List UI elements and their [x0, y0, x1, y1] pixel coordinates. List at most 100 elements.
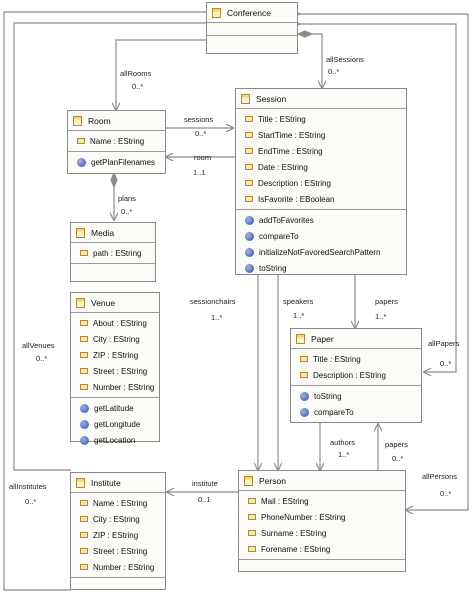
operations-section: [71, 578, 165, 590]
operation-row[interactable]: toString: [291, 388, 421, 404]
operations-section: getPlanFilenames: [68, 152, 165, 172]
class-name: Room: [88, 115, 111, 126]
label-room-mult: 1..1: [193, 168, 206, 177]
label-allPersons-mult: 0..*: [440, 489, 452, 498]
attribute-icon: [80, 564, 88, 570]
label-plans-name: plans: [118, 194, 136, 203]
label-speakers-mult: 1..*: [293, 311, 305, 320]
label-allPapers-name: allPapers: [428, 339, 460, 348]
operation-row[interactable]: toString: [236, 260, 406, 276]
label-allSessions-mult: 0..*: [328, 67, 340, 76]
label-allPersons-name: allPersons: [422, 472, 458, 481]
edge-allPersons: [298, 13, 469, 510]
operation-row[interactable]: initializeNotFavoredSearchPattern: [236, 244, 406, 260]
attribute-icon: [245, 196, 253, 202]
class-icon: [244, 475, 253, 486]
label-allInstitutes-mult: 0..*: [25, 497, 37, 506]
class-institute[interactable]: Institute Name : EString City : EString …: [70, 472, 166, 590]
operation-row[interactable]: getLongitude: [71, 416, 159, 432]
operation-row[interactable]: compareTo: [291, 404, 421, 420]
class-conference[interactable]: Conference: [206, 2, 298, 54]
operation-icon: [245, 215, 254, 225]
class-venue[interactable]: Venue About : EString City : EString ZIP…: [70, 292, 160, 445]
class-name: Venue: [91, 297, 116, 308]
class-media[interactable]: Media path : EString: [70, 222, 156, 282]
label-allInstitutes-name: allInstitutes: [9, 482, 47, 491]
attribute-row[interactable]: City : EString: [71, 331, 159, 347]
attribute-row[interactable]: City : EString: [71, 511, 165, 527]
attribute-row[interactable]: path : EString: [71, 245, 155, 261]
edge-allSessions: [310, 33, 322, 88]
attribute-row[interactable]: Number : EString: [71, 379, 159, 395]
attribute-row[interactable]: Mail : EString: [239, 493, 405, 509]
attribute-row[interactable]: StartTime : EString: [236, 127, 406, 143]
operation-row[interactable]: compareTo: [236, 228, 406, 244]
attribute-row[interactable]: Description : EString: [291, 367, 421, 383]
attribute-icon: [77, 138, 85, 144]
attributes-section: Title : EString Description : EString: [291, 349, 421, 386]
operation-row[interactable]: getPlanFilenames: [68, 154, 165, 170]
operation-icon: [300, 391, 309, 401]
label-sessions-mult: 0..*: [195, 129, 207, 138]
attribute-row[interactable]: About : EString: [71, 315, 159, 331]
class-icon: [76, 297, 85, 308]
attribute-row[interactable]: Street : EString: [71, 543, 165, 559]
operation-icon: [300, 407, 309, 417]
attribute-icon: [248, 546, 256, 552]
attribute-row[interactable]: Description : EString: [236, 175, 406, 191]
class-icon: [296, 333, 305, 344]
edge-allPapers: [298, 23, 457, 372]
operation-icon: [80, 435, 89, 445]
attribute-row[interactable]: PhoneNumber : EString: [239, 509, 405, 525]
attributes-section: Name : EString: [68, 131, 165, 152]
edge-allInstitutes: [3, 11, 212, 591]
class-name: Conference: [227, 7, 271, 18]
attribute-icon: [80, 352, 88, 358]
attribute-icon: [80, 548, 88, 554]
attribute-row[interactable]: Date : EString: [236, 159, 406, 175]
class-icon: [76, 227, 85, 238]
attribute-icon: [245, 164, 253, 170]
attribute-icon: [245, 132, 253, 138]
class-person[interactable]: Person Mail : EString PhoneNumber : EStr…: [238, 470, 406, 572]
attributes-section: Name : EString City : EString ZIP : EStr…: [71, 493, 165, 578]
operation-icon: [245, 247, 254, 257]
attribute-icon: [248, 514, 256, 520]
label-institute-name: institute: [192, 479, 218, 488]
label-authors-mult: 1..*: [338, 450, 350, 459]
class-icon: [241, 93, 250, 104]
attributes-section: path : EString: [71, 243, 155, 264]
class-name: Session: [256, 93, 287, 104]
attribute-row[interactable]: Surname : EString: [239, 525, 405, 541]
operation-row[interactable]: getLatitude: [71, 400, 159, 416]
operation-row[interactable]: getLocation: [71, 432, 159, 448]
label-allRooms-mult: 0..*: [132, 82, 144, 91]
attribute-row[interactable]: EndTime : EString: [236, 143, 406, 159]
operations-section: [207, 36, 297, 48]
class-session[interactable]: Session Title : EString StartTime : EStr…: [235, 88, 407, 275]
attribute-row[interactable]: ZIP : EString: [71, 527, 165, 543]
class-paper[interactable]: Paper Title : EString Description : EStr…: [290, 328, 422, 423]
attribute-row[interactable]: Name : EString: [71, 495, 165, 511]
composition-diamond-plans: [110, 171, 118, 189]
attribute-icon: [245, 148, 253, 154]
attribute-row[interactable]: Forename : EString: [239, 541, 405, 557]
label-authors-name: authors: [330, 438, 356, 447]
attribute-row[interactable]: IsFavorite : EBoolean: [236, 191, 406, 207]
attribute-row[interactable]: Street : EString: [71, 363, 159, 379]
class-name: Institute: [91, 477, 121, 488]
attribute-row[interactable]: Title : EString: [291, 351, 421, 367]
attributes-section: Mail : EString PhoneNumber : EString Sur…: [239, 491, 405, 560]
attribute-row[interactable]: ZIP : EString: [71, 347, 159, 363]
attribute-icon: [248, 498, 256, 504]
attribute-row[interactable]: Title : EString: [236, 111, 406, 127]
operation-row[interactable]: addToFavorites: [236, 212, 406, 228]
class-icon: [76, 477, 85, 488]
label-sessions-name: sessions: [184, 115, 214, 124]
class-room[interactable]: Room Name : EString getPlanFilenames: [67, 110, 166, 174]
attributes-section: [207, 23, 297, 36]
attribute-row[interactable]: Number : EString: [71, 559, 165, 575]
attribute-icon: [80, 384, 88, 390]
attribute-row[interactable]: Name : EString: [68, 133, 165, 149]
